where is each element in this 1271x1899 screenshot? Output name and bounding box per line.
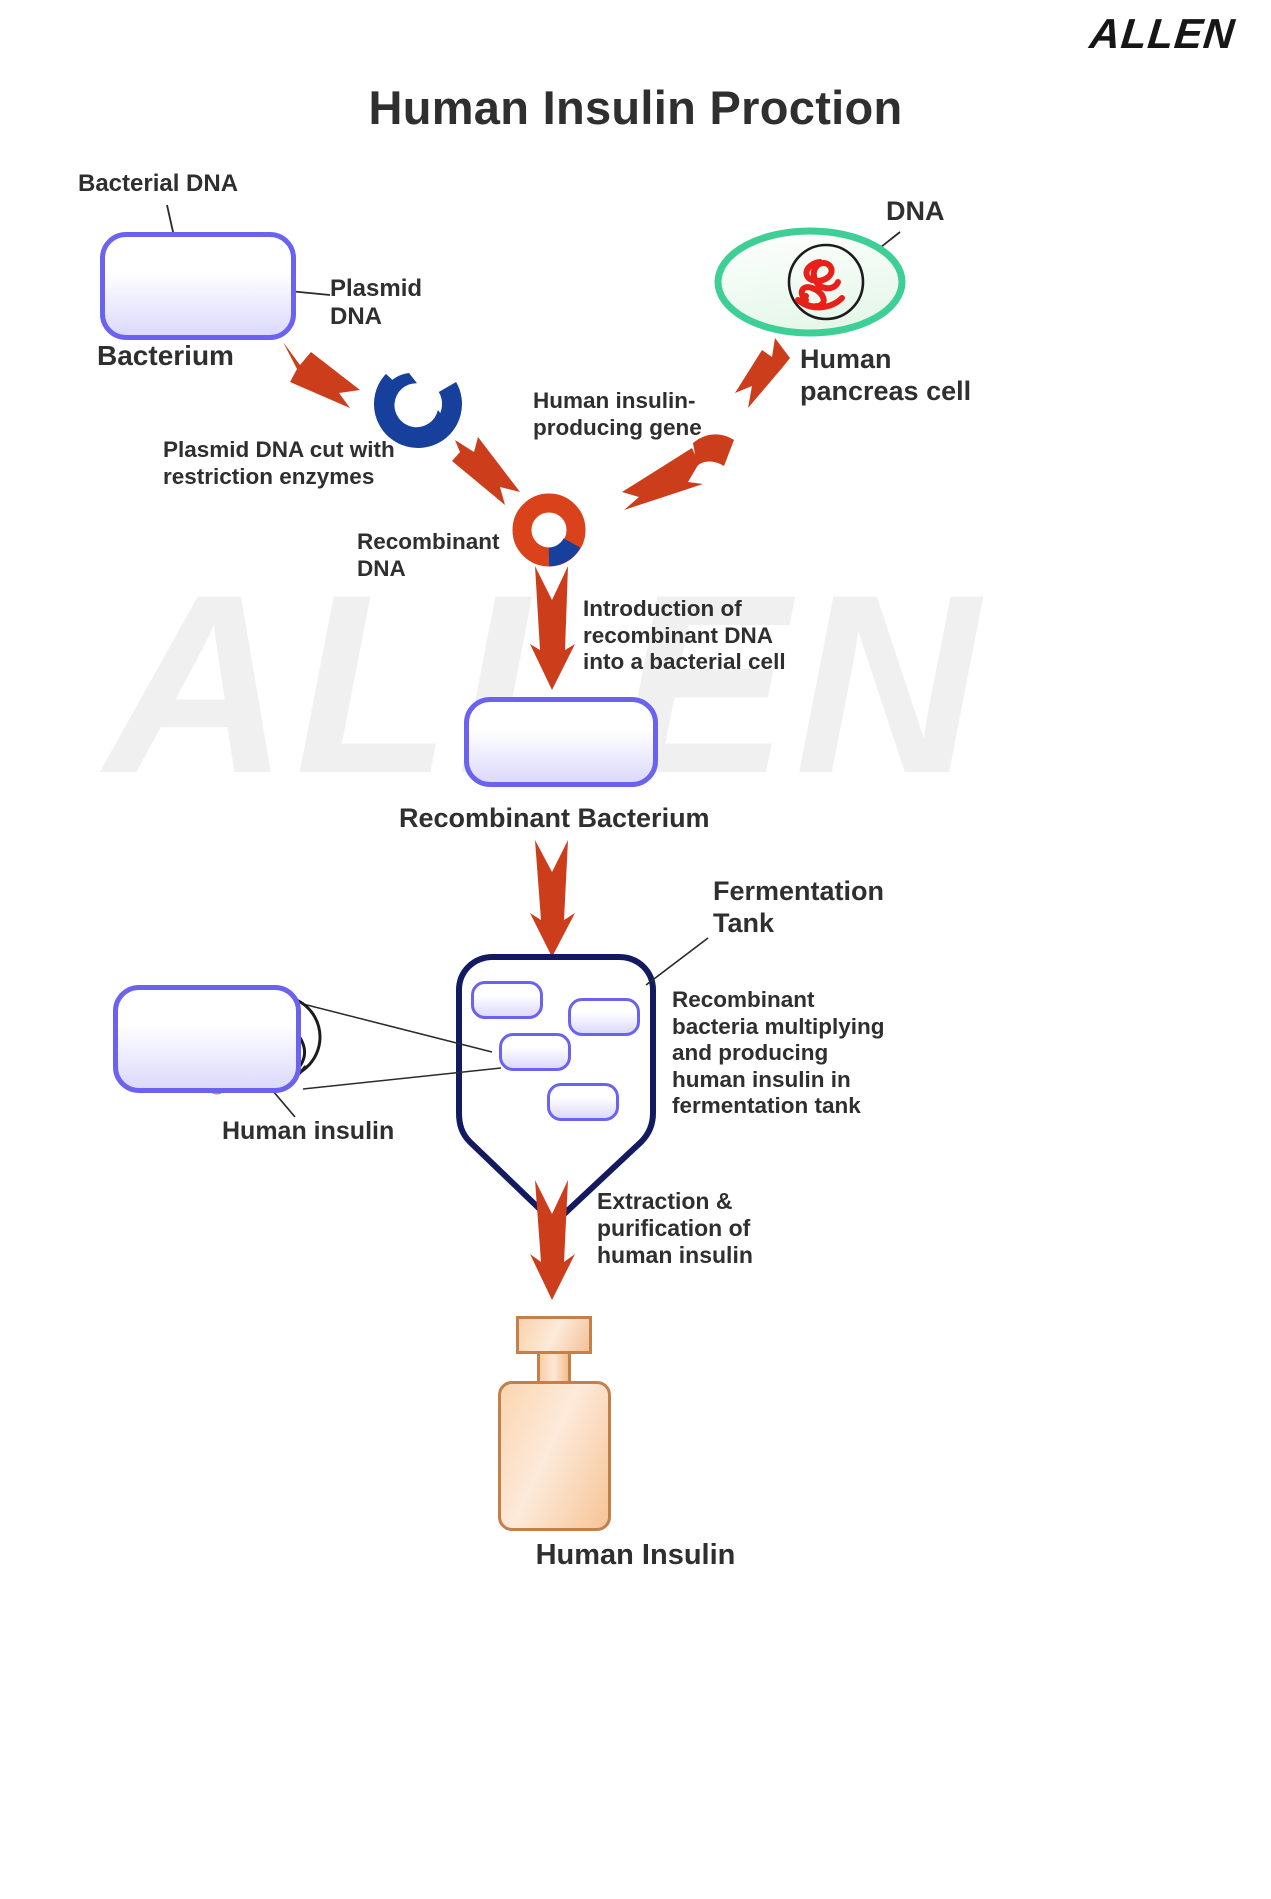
label-human-insulin-product: Human Insulin [535, 1539, 736, 1571]
label-human-insulin-droplet: Human insulin [222, 1117, 395, 1145]
arrow-plasmid-to-recombinant [452, 437, 520, 505]
label-recombinant-dna: Recombinant DNA [357, 529, 500, 581]
label-recombinant-bacterium: Recombinant Bacterium [399, 803, 710, 833]
label-human-pancreas-cell: Human pancreas cell [800, 344, 972, 406]
label-plasmid-cut: Plasmid DNA cut with restriction enzymes [163, 437, 395, 489]
leader-zoom-top [302, 1003, 493, 1053]
tank-bacterium-capsule-1 [471, 981, 543, 1019]
insulin-gene-fragment [693, 434, 734, 466]
bottle-body [498, 1381, 611, 1531]
tank-bacterium-capsule-2 [568, 998, 640, 1036]
insulin-bottle [497, 1316, 612, 1531]
label-introduction: Introduction of recombinant DNA into a b… [583, 596, 786, 675]
label-plasmid-dna: Plasmid DNA [330, 275, 423, 331]
arrow-bacterium-to-tank [530, 840, 575, 957]
arrow-tank-to-bottle [530, 1180, 575, 1300]
arrow-gene-to-recombinant [622, 448, 703, 510]
bottle-neck [537, 1354, 571, 1384]
human-pancreas-cell [714, 227, 906, 337]
cut-plasmid-ring [374, 360, 462, 448]
leader-fermentation-tank [645, 937, 709, 986]
label-insulin-gene: Human insulin- producing gene [533, 388, 702, 440]
arrow-bacterium-to-cut-plasmid [283, 342, 360, 408]
label-dna: DNA [886, 196, 945, 226]
bacterium-capsule [100, 232, 296, 340]
bottle-cap [516, 1316, 592, 1354]
recombinant-dna-ring [512, 493, 586, 567]
label-fermentation-tank: Fermentation Tank [713, 876, 885, 938]
dna-strand [795, 259, 845, 311]
tank-bacterium-capsule-3 [499, 1033, 571, 1071]
arrow-pancreas-to-gene [735, 338, 790, 408]
arrow-recombinant-to-cell [530, 566, 575, 690]
tank-bacterium-capsule-4 [547, 1083, 619, 1121]
label-bacterium: Bacterium [97, 340, 234, 371]
fermentation-tank-outline [456, 954, 656, 1222]
page-title: Human Insulin Proction [368, 81, 903, 134]
leader-zoom-bottom [302, 1067, 502, 1090]
recombinant-bacterium-capsule [464, 697, 658, 787]
label-multiplying: Recombinant bacteria multiplying and pro… [672, 987, 885, 1119]
label-bacterial-dna: Bacterial DNA [78, 170, 239, 197]
label-extraction: Extraction & purification of human insul… [597, 1188, 753, 1269]
zoomed-recombinant-bacterium-capsule [113, 985, 301, 1093]
